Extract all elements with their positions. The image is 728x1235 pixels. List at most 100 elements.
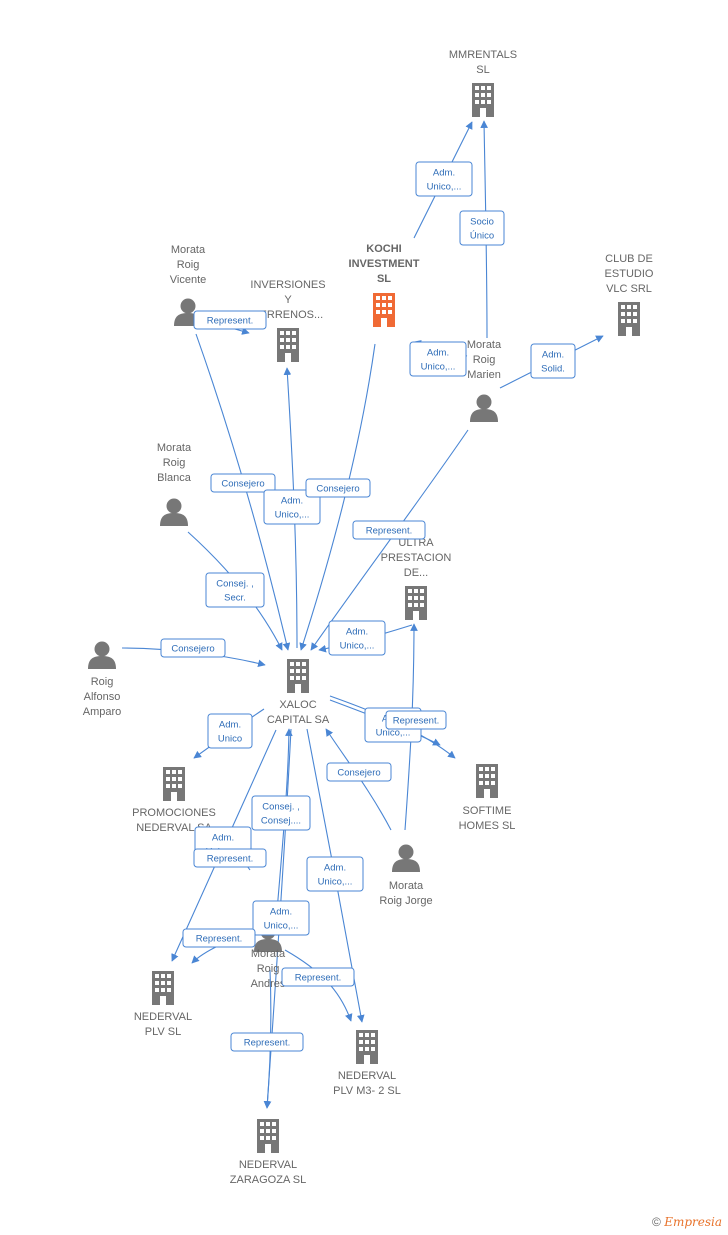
edge-label-kochi-to-xaloc[interactable]: Consejero bbox=[305, 478, 371, 498]
copyright-symbol: © bbox=[652, 1215, 661, 1229]
edge-marien-to-xaloc bbox=[310, 429, 469, 651]
node-softime[interactable]: SOFTIME HOMES SL bbox=[459, 764, 516, 832]
edge-label-andres-to-plvm3[interactable]: Represent. bbox=[281, 967, 355, 987]
node-label: Alfonso bbox=[84, 691, 121, 703]
node-label: INVERSIONES bbox=[250, 279, 325, 291]
edge-label-text: Adm. bbox=[324, 863, 346, 874]
node-label: Amparo bbox=[83, 706, 122, 718]
brand-logo: Empresia bbox=[664, 1215, 722, 1229]
edge-label-kochi-to-mmrentals[interactable]: Adm. Unico,... bbox=[415, 161, 473, 197]
edge-label-blanca-to-xaloc[interactable]: Consej. , Secr. bbox=[205, 572, 265, 608]
edge-label-ultra-to-xaloc[interactable]: Adm. Unico,... bbox=[328, 620, 386, 656]
edge-label-text: Adm. bbox=[433, 168, 455, 179]
node-label: DE... bbox=[404, 567, 428, 579]
edge-label-text: Represent. bbox=[196, 934, 242, 945]
node-ultra[interactable]: ULTRA PRESTACION DE... bbox=[381, 537, 452, 620]
node-label: HOMES SL bbox=[459, 820, 516, 832]
node-label: ULTRA bbox=[398, 537, 434, 549]
node-label: Andres bbox=[251, 978, 286, 990]
edge-label-marien-to-club[interactable]: Adm.Solid. bbox=[530, 343, 576, 379]
edge-label-text: Unico,... bbox=[421, 362, 456, 373]
edge-label-text: Adm. bbox=[427, 348, 449, 359]
node-label: Roig bbox=[257, 963, 280, 975]
edge-label-andres-to-zaragoza[interactable]: Represent. bbox=[230, 1032, 304, 1052]
edge-label-text: Consejero bbox=[337, 768, 380, 779]
node-label: NEDERVAL bbox=[338, 1070, 396, 1082]
building-icon bbox=[476, 764, 498, 798]
building-icon bbox=[618, 302, 640, 336]
edge-labels-layer: Adm.Unico,...SocioÚnicoAdm.Solid.Adm.Uni… bbox=[160, 161, 576, 1052]
edge-label-marien-to-kochi[interactable]: Adm. Unico,... bbox=[409, 341, 467, 377]
node-label: SOFTIME bbox=[463, 805, 512, 817]
node-label: Morata bbox=[171, 244, 206, 256]
building-icon bbox=[356, 1030, 378, 1064]
node-label: Roig bbox=[163, 457, 186, 469]
edge-label-vicente-to-inversiones[interactable]: Represent. bbox=[193, 310, 267, 330]
node-label: PROMOCIONES bbox=[132, 807, 216, 819]
node-label: INVESTMENT bbox=[349, 258, 420, 270]
edge-label-jorge-to-xaloc[interactable]: Consejero bbox=[326, 762, 392, 782]
edge-label-text: Adm. bbox=[219, 720, 241, 731]
edge-label-vicente-to-xaloc[interactable]: Consejero bbox=[210, 473, 276, 493]
edge-label-marien-to-xaloc[interactable]: Represent. bbox=[352, 520, 426, 540]
edge-label-text: Unico,... bbox=[427, 182, 462, 193]
edge-label-andres-to-promociones[interactable]: Represent. bbox=[193, 848, 267, 868]
edge-label-text: Solid. bbox=[541, 364, 565, 375]
edge-label-xaloc-to-plvm3[interactable]: Adm.Unico,... bbox=[306, 856, 364, 892]
edge-label-text: Consejero bbox=[316, 484, 359, 495]
person-icon bbox=[160, 498, 188, 526]
edge-label-xaloc-to-inversiones[interactable]: Adm.Unico,... bbox=[263, 489, 321, 525]
node-label: Roig Jorge bbox=[379, 895, 432, 907]
node-inversiones[interactable]: INVERSIONES Y TERRENOS... bbox=[250, 279, 326, 362]
person-icon bbox=[470, 394, 498, 422]
edge-label-text: Adm. bbox=[270, 907, 292, 918]
edge-label-text: Adm. bbox=[346, 627, 368, 638]
building-icon bbox=[163, 767, 185, 801]
edge-label-text: Represent. bbox=[244, 1038, 290, 1049]
node-label: Vicente bbox=[170, 274, 207, 286]
node-label: PRESTACION bbox=[381, 552, 452, 564]
edge-label-text: Secr. bbox=[224, 593, 246, 604]
edge-label-xaloc-to-softime[interactable]: Represent. bbox=[385, 710, 447, 730]
node-label: VLC SRL bbox=[606, 283, 652, 295]
edge-label-text: Consej.... bbox=[261, 816, 301, 827]
building-icon bbox=[373, 293, 395, 327]
edge-label-text: Consej. , bbox=[216, 579, 254, 590]
node-label: ESTUDIO bbox=[605, 268, 654, 280]
edge-label-text: Unico,... bbox=[264, 921, 299, 932]
node-label: Morata bbox=[251, 948, 286, 960]
node-label: Morata bbox=[467, 339, 502, 351]
node-label: Y bbox=[284, 294, 292, 306]
edge-label-text: Adm. bbox=[212, 833, 234, 844]
building-icon bbox=[257, 1119, 279, 1153]
node-label: MMRENTALS bbox=[449, 49, 517, 61]
node-label: Marien bbox=[467, 369, 501, 381]
person-icon bbox=[88, 641, 116, 669]
edge-label-xaloc-to-zaragoza[interactable]: Adm. Unico,... bbox=[252, 900, 310, 936]
node-label: TERRENOS... bbox=[253, 309, 323, 321]
edge-label-andres-to-plv[interactable]: Represent. bbox=[182, 928, 256, 948]
edge-label-xaloc-to-promociones[interactable]: Adm.Unico bbox=[207, 713, 253, 749]
node-label: NEDERVAL bbox=[134, 1011, 192, 1023]
edge-label-andres-to-xaloc[interactable]: Consej. ,Consej.... bbox=[251, 795, 311, 831]
edge-label-alfonso-to-xaloc[interactable]: Consejero bbox=[160, 638, 226, 658]
edge-label-text: Unico,... bbox=[340, 641, 375, 652]
edge-label-text: Represent. bbox=[207, 854, 253, 865]
node-label: Roig bbox=[91, 676, 114, 688]
